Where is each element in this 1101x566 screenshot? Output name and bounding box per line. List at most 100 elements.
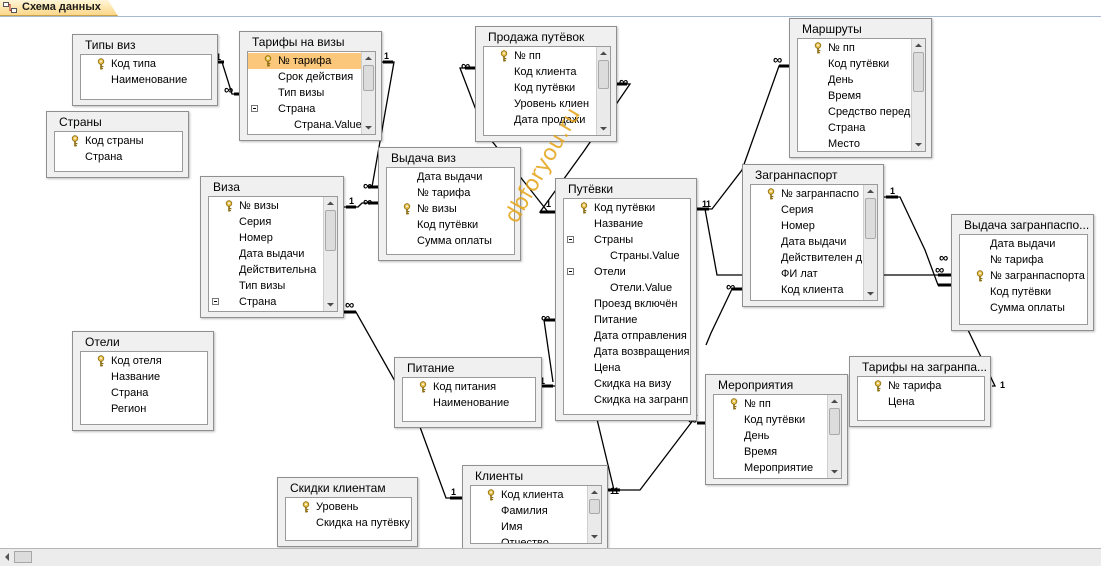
scroll-thumb[interactable] [598,60,609,89]
field-item[interactable]: № загранпаспо [751,186,863,202]
tab-schema[interactable]: Схема данных [0,0,118,16]
field-item[interactable]: Серия [209,214,323,230]
scroll-up-icon[interactable] [363,53,374,64]
field-item[interactable]: Скидка на путёвку [286,515,411,531]
field-item[interactable]: Страна [209,294,323,310]
field-item[interactable]: Страна [798,120,911,136]
collapse-icon[interactable] [567,236,574,243]
field-item[interactable]: № пп [798,40,911,56]
table-title[interactable]: Загранпаспорт [755,168,838,182]
field-item[interactable]: № пп [484,48,596,64]
collapse-icon[interactable] [251,105,258,112]
field-item[interactable]: Имя [471,519,587,535]
vertical-scrollbar[interactable] [587,486,601,543]
field-item[interactable]: Уровень клиен [484,96,596,112]
vertical-scrollbar[interactable] [323,197,337,311]
scroll-up-icon[interactable] [598,48,609,59]
table-title[interactable]: Путёвки [568,182,614,196]
horizontal-scrollbar[interactable] [0,548,1101,566]
field-item[interactable]: Цена [858,394,984,410]
field-item[interactable]: Отели [564,264,690,280]
scroll-thumb[interactable] [14,551,32,563]
field-item[interactable]: Название [564,216,690,232]
field-item[interactable]: Код путёвки [960,284,1087,300]
field-item[interactable]: Цена [564,360,690,376]
field-item[interactable]: День [714,428,827,444]
field-item[interactable]: Страна [55,149,182,165]
field-item[interactable]: Отели.Value [564,280,690,296]
vertical-scrollbar[interactable] [596,47,610,135]
scroll-down-icon[interactable] [913,139,924,150]
scroll-thumb[interactable] [363,65,374,91]
field-item[interactable]: Код клиента [484,64,596,80]
scroll-down-icon[interactable] [598,123,609,134]
field-item[interactable]: Мероприятие [714,460,827,476]
field-item[interactable]: Код клиента [471,487,587,503]
field-item[interactable]: Отчество [471,535,587,543]
vertical-scrollbar[interactable] [827,395,841,478]
scroll-left-icon[interactable] [3,552,11,562]
field-item[interactable]: Сумма оплаты [960,300,1087,316]
scroll-up-icon[interactable] [829,396,840,407]
scroll-down-icon[interactable] [363,122,374,133]
field-item[interactable]: № тарифа [248,53,361,69]
field-item[interactable]: Фамилия [471,503,587,519]
field-item[interactable]: Срок действия [248,69,361,85]
table-title[interactable]: Отели [85,335,120,349]
field-item[interactable]: № визы [387,201,514,217]
field-item[interactable]: Код путёвки [564,200,690,216]
field-item[interactable]: Тип визы [248,85,361,101]
field-item[interactable]: Сумма оплаты [387,233,514,249]
field-item[interactable]: Код отеля [81,353,207,369]
table-title[interactable]: Тарифы на визы [252,35,345,49]
scroll-up-icon[interactable] [913,40,924,51]
table-title[interactable]: Виза [213,180,240,194]
field-item[interactable]: Название [81,369,207,385]
field-item[interactable]: № тарифа [858,378,984,394]
field-item[interactable]: Страны.Value [564,248,690,264]
field-item[interactable]: Скидка на визу [564,376,690,392]
scroll-thumb[interactable] [325,210,336,251]
field-item[interactable]: Средство перед [798,104,911,120]
scroll-down-icon[interactable] [325,299,336,310]
field-item[interactable]: Наименование [81,72,211,88]
field-item[interactable]: Дата продажи [484,112,596,128]
table-title[interactable]: Продажа путёвок [488,30,585,44]
table-title[interactable]: Типы виз [85,38,136,52]
table-title[interactable]: Маршруты [802,22,862,36]
field-item[interactable]: Скидка на загранп [564,392,690,408]
field-item[interactable]: Дата выдачи [751,234,863,250]
collapse-icon[interactable] [567,268,574,275]
table-title[interactable]: Тарифы на загранпа... [862,360,988,374]
field-item[interactable]: Страна [248,101,361,117]
field-item[interactable]: Дата выдачи [209,246,323,262]
scroll-down-icon[interactable] [865,288,876,299]
field-item[interactable]: № пп [714,396,827,412]
field-item[interactable]: Действителен д [751,250,863,266]
field-item[interactable]: Дата выдачи [387,169,514,185]
field-item[interactable]: Место [798,136,911,151]
